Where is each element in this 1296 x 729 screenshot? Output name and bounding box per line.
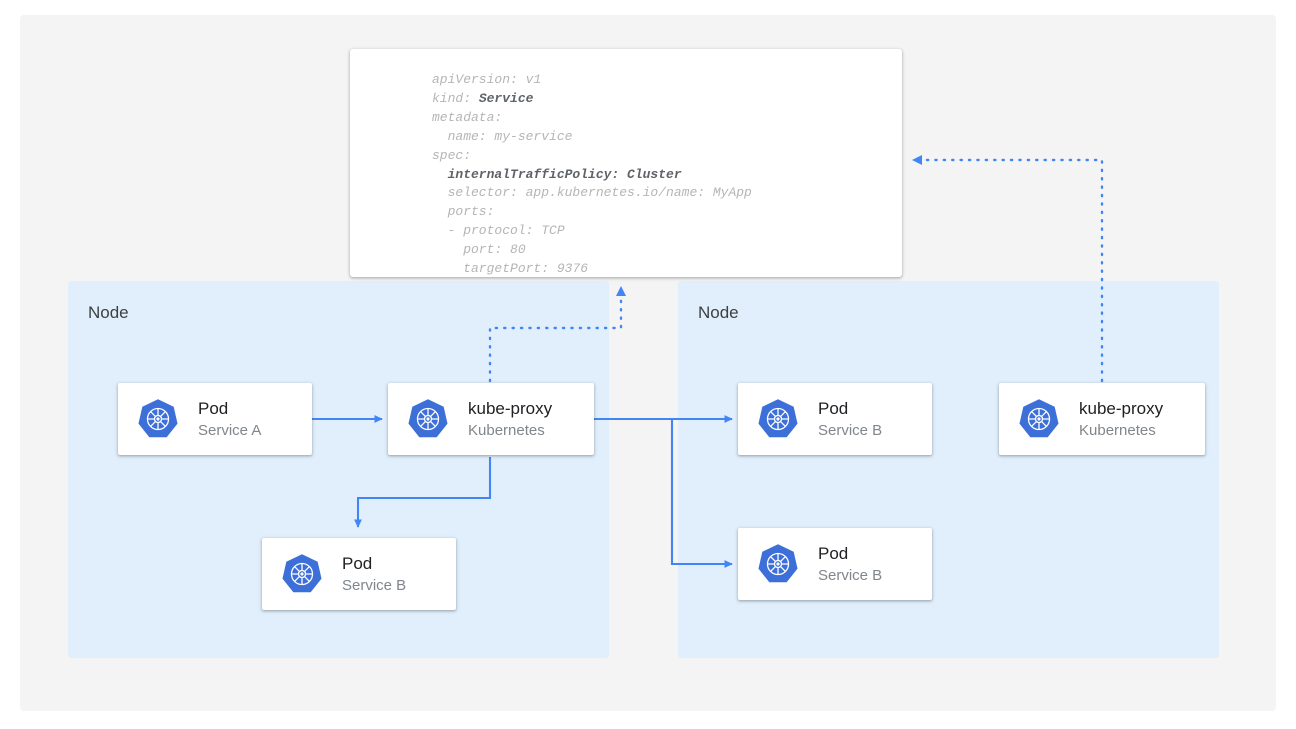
card-pod-service-a[interactable]: Pod Service A: [118, 383, 312, 455]
kubernetes-icon: [138, 399, 178, 438]
card-kube-proxy-right[interactable]: kube-proxy Kubernetes: [999, 383, 1205, 455]
card-text: kube-proxy Kubernetes: [1079, 399, 1163, 440]
node-container-right: [678, 281, 1219, 658]
node-label-left: Node: [88, 303, 129, 322]
card-text: Pod Service B: [818, 544, 882, 585]
card-subtitle: Service A: [198, 421, 262, 439]
card-title: Pod: [198, 398, 229, 418]
node-label-right: Node: [698, 303, 739, 322]
service-manifest-card: apiVersion: v1 kind: Service metadata: n…: [350, 49, 902, 277]
card-subtitle: Service B: [342, 576, 407, 594]
card-title: Pod: [818, 398, 849, 418]
card-pod-service-b-remote-2[interactable]: Pod Service B: [738, 528, 932, 600]
card-subtitle: Service B: [818, 421, 883, 439]
card-text: Pod Service A: [198, 399, 261, 440]
kubernetes-icon: [1019, 399, 1059, 438]
kubernetes-icon: [282, 554, 322, 593]
card-subtitle: Kubernetes: [1079, 421, 1156, 439]
card-text: Pod Service B: [342, 554, 406, 595]
card-kube-proxy-left[interactable]: kube-proxy Kubernetes: [388, 383, 594, 455]
card-title: Pod: [342, 553, 373, 573]
kubernetes-icon: [758, 399, 798, 438]
card-subtitle: Service B: [818, 566, 883, 584]
kubernetes-icon: [758, 544, 798, 583]
kubernetes-icon: [408, 399, 448, 438]
card-title: Pod: [818, 543, 849, 563]
card-pod-service-b-remote-1[interactable]: Pod Service B: [738, 383, 932, 455]
card-text: kube-proxy Kubernetes: [468, 399, 552, 440]
card-text: Pod Service B: [818, 399, 882, 440]
card-title: kube-proxy: [1079, 398, 1164, 418]
diagram-canvas: Node Node: [20, 15, 1276, 711]
card-title: kube-proxy: [468, 398, 553, 418]
card-subtitle: Kubernetes: [468, 421, 545, 439]
service-manifest-code: apiVersion: v1 kind: Service metadata: n…: [432, 72, 752, 277]
card-pod-service-b-local[interactable]: Pod Service B: [262, 538, 456, 610]
